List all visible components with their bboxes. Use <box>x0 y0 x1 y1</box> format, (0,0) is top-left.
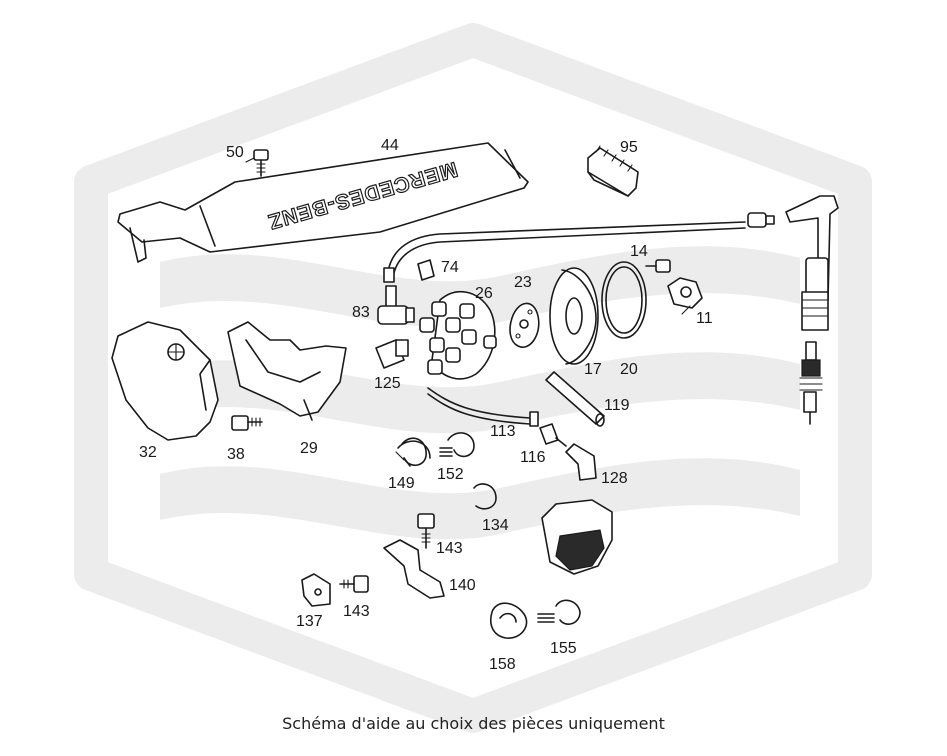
screw-icon <box>645 259 671 273</box>
part-label-83: 83 <box>352 304 370 321</box>
o-ring <box>601 261 647 339</box>
ignition-cable-lower <box>427 387 539 427</box>
part-label-74: 74 <box>441 259 459 276</box>
part-label-26: 26 <box>475 285 493 302</box>
part-label-125: 125 <box>374 375 401 392</box>
part-label-23: 23 <box>514 274 532 291</box>
part-label-143-upper: 143 <box>436 540 463 557</box>
small-bracket <box>301 573 331 607</box>
clamp-with-screw <box>439 432 475 458</box>
cable-clamp <box>490 602 528 639</box>
distributor-cap <box>419 291 497 380</box>
connector-elbow <box>377 285 415 325</box>
part-label-143-lower: 143 <box>343 603 370 620</box>
part-label-11: 11 <box>696 310 713 327</box>
part-label-152: 152 <box>437 466 464 483</box>
rotor <box>509 302 540 348</box>
connector-block <box>587 145 639 197</box>
part-label-50: 50 <box>226 144 244 161</box>
cable-end-connector <box>539 423 567 447</box>
vacuum-hose <box>545 371 605 427</box>
bracket-plate <box>383 539 445 599</box>
clamp-with-screw <box>537 599 581 625</box>
bolt-icon <box>339 575 369 593</box>
ignition-cable-top <box>383 212 775 283</box>
watermark-logo <box>74 23 872 733</box>
part-label-38: 38 <box>227 446 245 463</box>
part-label-119: 119 <box>604 397 630 414</box>
hose-clip <box>473 483 497 510</box>
screw-icon <box>417 513 435 549</box>
bolt-icon <box>253 149 269 177</box>
part-label-44: 44 <box>381 137 399 154</box>
part-label-32: 32 <box>139 444 157 461</box>
part-label-95: 95 <box>620 139 638 156</box>
part-label-137: 137 <box>296 613 323 630</box>
mounting-bracket <box>227 321 347 421</box>
part-label-29: 29 <box>300 440 318 457</box>
elbow-boot <box>565 443 597 481</box>
part-number-labels: 50 44 95 74 14 83 26 23 11 125 17 20 119… <box>139 137 713 673</box>
dust-shield <box>549 267 599 365</box>
spark-plug-connector <box>785 195 839 331</box>
connector-small <box>375 339 409 369</box>
part-label-128: 128 <box>601 470 628 487</box>
part-label-155: 155 <box>550 640 577 657</box>
diagram-caption: Schéma d'aide au choix des pièces unique… <box>282 714 665 733</box>
part-label-149: 149 <box>388 475 415 492</box>
spark-plug-icon <box>799 341 823 425</box>
distributor-housing <box>541 499 613 575</box>
part-label-140: 140 <box>449 577 476 594</box>
part-label-116: 116 <box>520 449 546 466</box>
part-label-20: 20 <box>620 361 638 378</box>
part-label-17: 17 <box>584 361 602 378</box>
part-label-158: 158 <box>489 656 516 673</box>
ignition-coil-cover <box>111 321 219 441</box>
leader-lines <box>245 157 691 461</box>
part-label-113: 113 <box>490 423 516 440</box>
part-label-14: 14 <box>630 243 648 260</box>
cable-clamp <box>397 437 431 467</box>
bolt-icon <box>231 415 263 431</box>
part-label-134: 134 <box>482 517 509 534</box>
cable-clip <box>417 259 435 281</box>
sensor-icon <box>667 277 703 309</box>
